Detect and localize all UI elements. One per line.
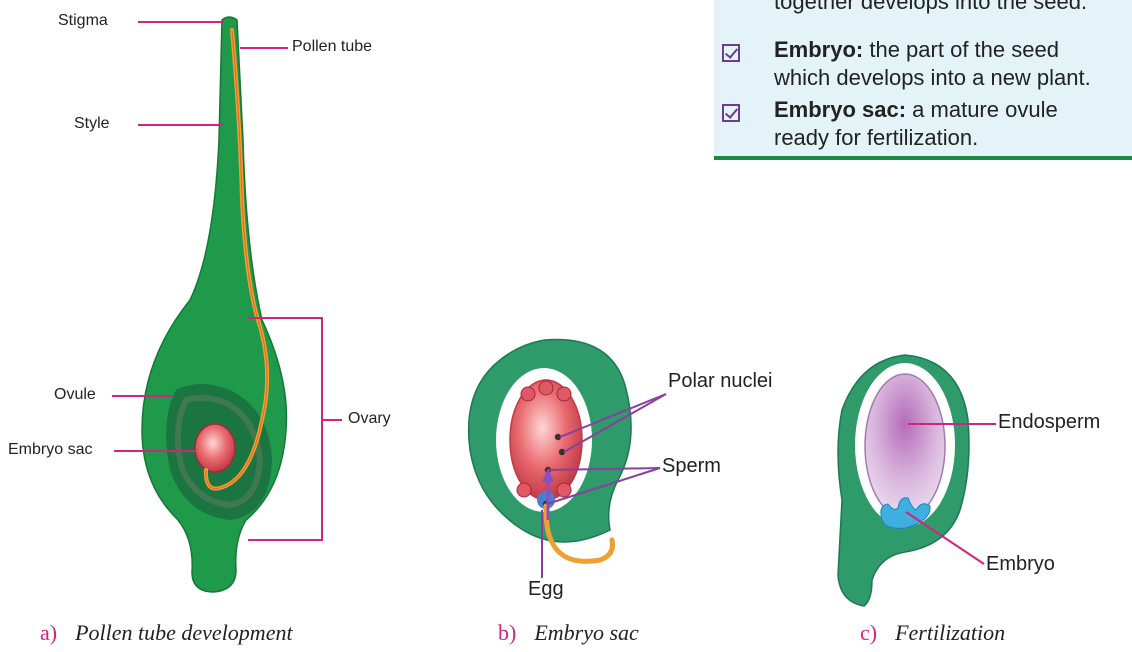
caption-c: c) Fertilization: [860, 620, 1005, 646]
caption-letter: c): [860, 620, 877, 645]
label-pollen-tube: Pollen tube: [292, 38, 372, 56]
label-egg: Egg: [528, 578, 564, 601]
label-style: Style: [74, 115, 110, 133]
caption-a: a) Pollen tube development: [40, 620, 293, 646]
label-ovary: Ovary: [348, 410, 391, 428]
fertilization-drawing: [838, 355, 969, 606]
pistil-drawing: [142, 17, 287, 592]
label-endosperm: Endosperm: [998, 411, 1100, 434]
caption-text: Embryo sac: [534, 620, 638, 645]
caption-text: Pollen tube development: [75, 620, 292, 645]
caption-letter: b): [498, 620, 516, 645]
label-sperm: Sperm: [662, 455, 721, 478]
embryo-sac-shape: [195, 424, 235, 472]
label-polar-nuclei: Polar nuclei: [668, 370, 773, 393]
embryo-sac-drawing: [469, 340, 631, 562]
caption-letter: a): [40, 620, 57, 645]
label-embryo: Embryo: [986, 553, 1055, 576]
label-stigma: Stigma: [58, 12, 108, 30]
caption-b: b) Embryo sac: [498, 620, 639, 646]
label-embryo-sac: Embryo sac: [8, 441, 92, 459]
label-ovule: Ovule: [54, 386, 96, 404]
caption-text: Fertilization: [895, 620, 1005, 645]
